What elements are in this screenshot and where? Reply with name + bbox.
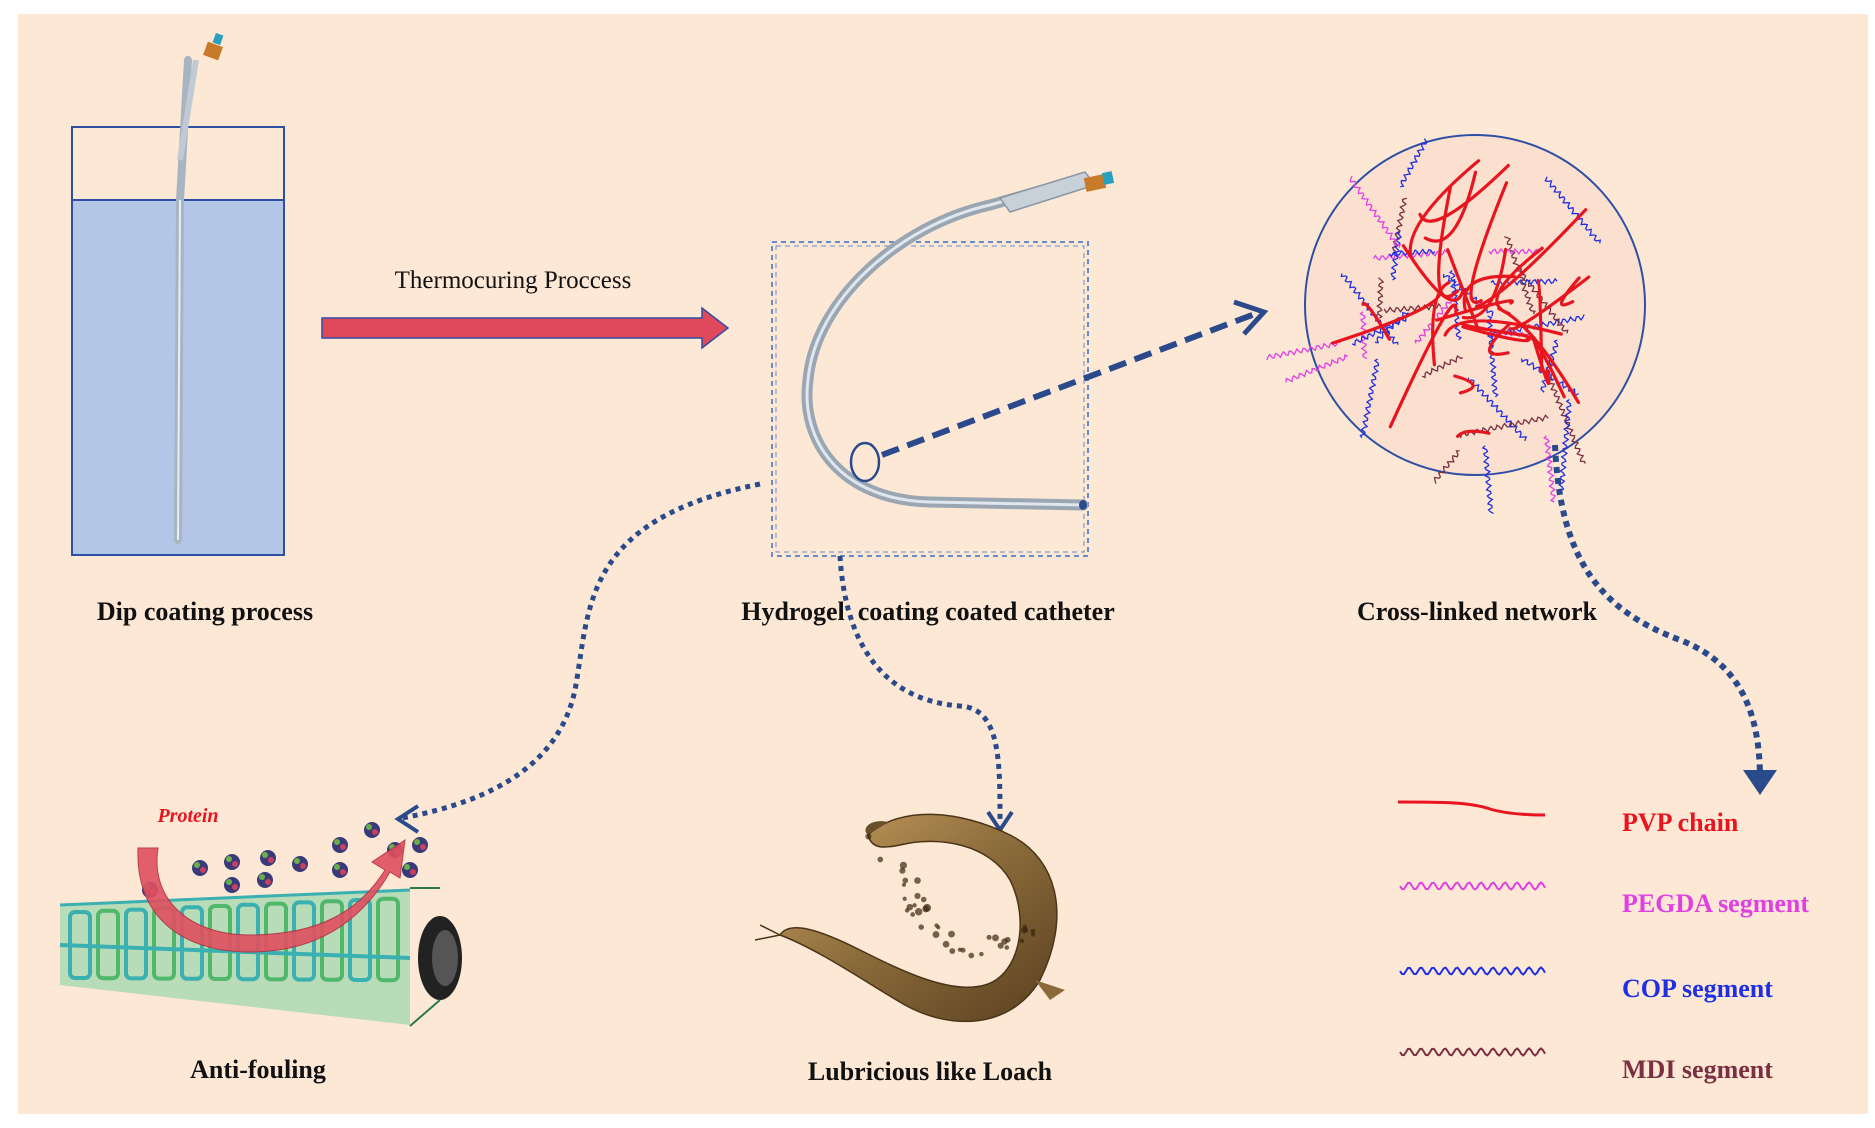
network-circle-icon bbox=[1266, 134, 1646, 514]
pvp-chain bbox=[1361, 301, 1391, 341]
pvp-chain bbox=[1456, 429, 1491, 438]
pvp-chain bbox=[1388, 303, 1458, 429]
network-segment bbox=[1400, 138, 1428, 188]
legend-item: MDI segment bbox=[1399, 1047, 1773, 1084]
zoom-dashed-arrow bbox=[880, 309, 1262, 458]
legend-label: PEGDA segment bbox=[1622, 889, 1809, 918]
hydrogel-catheter-label: Hydrogel coating coated catheter bbox=[741, 597, 1115, 626]
dotted-arrow-to-antifouling bbox=[401, 481, 761, 821]
network-segment bbox=[1557, 398, 1572, 493]
legend-label: COP segment bbox=[1622, 974, 1773, 1003]
protein-particle bbox=[292, 856, 308, 872]
network-segment bbox=[1490, 277, 1558, 287]
catheter-zoom-marker bbox=[849, 441, 881, 483]
network-segment bbox=[1433, 450, 1460, 484]
pvp-chain bbox=[1431, 281, 1451, 367]
catheter-icon bbox=[801, 171, 1115, 511]
network-segment bbox=[1481, 445, 1494, 514]
pvp-chain bbox=[1474, 208, 1588, 309]
legend-label: MDI segment bbox=[1622, 1055, 1773, 1084]
pvp-chain bbox=[1532, 338, 1551, 385]
anti-fouling-label: Anti-fouling bbox=[190, 1055, 326, 1084]
network-segment bbox=[1359, 311, 1368, 360]
protein-particle bbox=[260, 850, 276, 866]
pvp-chain bbox=[1461, 322, 1529, 338]
network-segment bbox=[1389, 248, 1436, 258]
protein-particle bbox=[257, 872, 273, 888]
pvp-chain bbox=[1495, 246, 1544, 316]
pvp-chain bbox=[1453, 374, 1475, 395]
protein-particle bbox=[364, 822, 380, 838]
network-segment bbox=[1544, 373, 1586, 464]
legend-swatch bbox=[1397, 800, 1546, 817]
thermocuring-arrow bbox=[321, 306, 730, 350]
network-segment bbox=[1376, 277, 1385, 319]
protein-particle bbox=[224, 854, 240, 870]
pvp-chain bbox=[1423, 170, 1478, 243]
protein-particle bbox=[402, 862, 418, 878]
anti-fouling-tube-icon bbox=[59, 887, 462, 1027]
dip-coating-label: Dip coating process bbox=[97, 597, 313, 626]
network-segment bbox=[1266, 339, 1341, 361]
pvp-chain bbox=[1560, 276, 1581, 307]
legend-label: PVP chain bbox=[1622, 808, 1739, 837]
pvp-chain bbox=[1408, 159, 1481, 257]
network-segment bbox=[1285, 353, 1349, 383]
catheter-dashed-frame bbox=[771, 241, 1089, 557]
protein-particle bbox=[224, 877, 240, 893]
beaker-icon bbox=[71, 32, 285, 556]
legend-swatch bbox=[1399, 1047, 1546, 1057]
network-segment bbox=[1359, 358, 1380, 439]
network-segment bbox=[1349, 175, 1401, 248]
network-segment bbox=[1351, 316, 1407, 347]
network-segment bbox=[1390, 230, 1402, 281]
network-segment bbox=[1421, 354, 1464, 379]
cross-linked-label: Cross-linked network bbox=[1357, 597, 1598, 626]
lubricious-label: Lubricious like Loach bbox=[808, 1057, 1053, 1086]
network-segment bbox=[1543, 435, 1557, 503]
pvp-chain bbox=[1469, 181, 1509, 304]
pvp-chain bbox=[1461, 247, 1508, 320]
network-segment bbox=[1544, 176, 1602, 244]
thermocuring-label: Thermocuring Proccess bbox=[395, 267, 632, 294]
protein-particle bbox=[192, 860, 208, 876]
protein-label: Protein bbox=[156, 805, 218, 827]
network-segment bbox=[1467, 377, 1528, 442]
protein-particle bbox=[412, 837, 428, 853]
network-segment bbox=[1457, 414, 1549, 439]
protein-particle bbox=[332, 837, 348, 853]
pvp-chain bbox=[1536, 278, 1544, 373]
legend-item: PVP chain bbox=[1397, 800, 1739, 837]
network-segment bbox=[1383, 302, 1442, 314]
protein-particle bbox=[332, 862, 348, 878]
pvp-chain bbox=[1508, 275, 1591, 331]
loach-fish-icon bbox=[754, 813, 1065, 1023]
pvp-chain bbox=[1525, 335, 1566, 399]
protein-repel-arrow bbox=[137, 838, 406, 953]
legend-item: COP segment bbox=[1399, 966, 1773, 1003]
network-segment bbox=[1488, 247, 1540, 256]
network-segment bbox=[1489, 314, 1585, 339]
pvp-chain bbox=[1401, 244, 1465, 302]
legend-swatch bbox=[1399, 966, 1546, 976]
legend-item: PEGDA segment bbox=[1399, 881, 1809, 918]
legend-swatch bbox=[1399, 881, 1546, 891]
